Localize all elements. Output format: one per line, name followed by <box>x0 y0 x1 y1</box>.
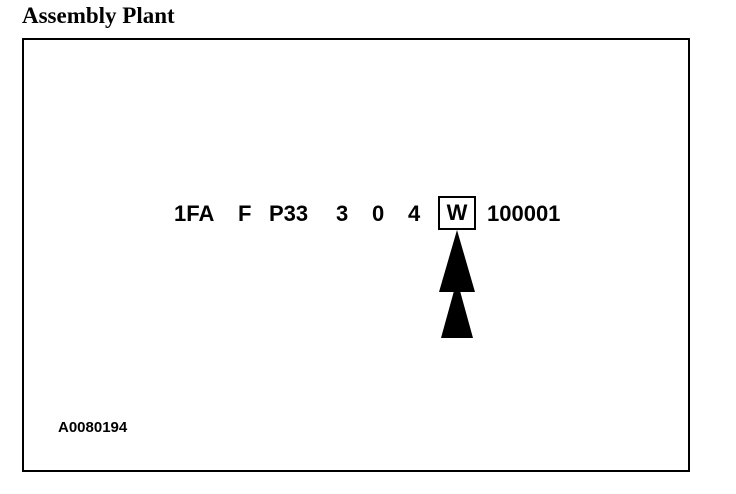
vin-serial-number: 100001 <box>487 201 561 226</box>
vin-segment-p33: P33 <box>269 201 309 226</box>
vin-segment-3: 3 <box>336 201 349 226</box>
up-arrow-icon <box>439 230 475 338</box>
diagram-title: Assembly Plant <box>22 3 175 28</box>
vin-segment-wmi: 1FA <box>174 201 215 226</box>
vin-assembly-plant-code-box: W <box>438 196 476 230</box>
diagram-frame <box>22 38 690 472</box>
vin-segment-f: F <box>238 201 252 226</box>
arrow-head <box>439 230 475 292</box>
vin-segment-0: 0 <box>372 201 385 226</box>
figure-id: A0080194 <box>58 419 128 436</box>
vin-segment-4: 4 <box>408 201 421 226</box>
arrow-tail <box>441 280 473 338</box>
